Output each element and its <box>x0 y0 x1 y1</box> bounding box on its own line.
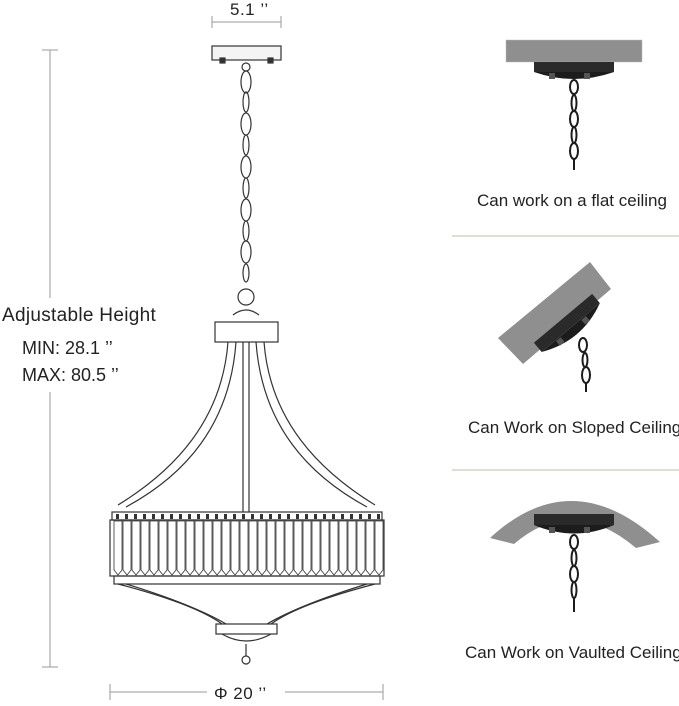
crystal-hook <box>269 514 272 519</box>
vaulted-ceiling-icon <box>490 500 660 612</box>
crystal-prism <box>293 520 303 576</box>
crystal-prism <box>284 520 294 576</box>
crystal-prism <box>203 520 213 576</box>
crystal-hook <box>152 514 155 519</box>
crystal-prism <box>230 520 240 576</box>
crystal-prism <box>221 520 231 576</box>
crystal-hook <box>161 514 164 519</box>
crystal-prism <box>140 520 150 576</box>
vaulted-ceiling-caption: Can Work on Vaulted Ceiling <box>465 643 679 662</box>
canopy-width-label: 5.1 ’’ <box>230 0 269 19</box>
crystal-prism <box>356 520 366 576</box>
crystal-hook <box>368 514 371 519</box>
crystal-prism <box>158 520 168 576</box>
crystal-prism <box>122 520 132 576</box>
crystal-prism <box>257 520 267 576</box>
sloped-ceiling-caption: Can Work on Sloped Ceiling <box>468 418 679 437</box>
crystal-hook <box>143 514 146 519</box>
flat-ceiling-icon <box>505 39 643 170</box>
crystal-prism <box>131 520 141 576</box>
crystal-hook <box>215 514 218 519</box>
chandelier-drawing <box>109 45 385 665</box>
crystal-prism <box>275 520 285 576</box>
diameter-dimension <box>109 684 384 700</box>
crystal-hook <box>377 514 380 519</box>
crystal-hook <box>125 514 128 519</box>
adjustable-height-label: Adjustable Height <box>2 305 157 326</box>
crystal-hook <box>323 514 326 519</box>
crystal-prism <box>149 520 159 576</box>
crystal-prism <box>320 520 330 576</box>
crystal-prism <box>329 520 339 576</box>
crystal-prism <box>266 520 276 576</box>
crystal-hook <box>224 514 227 519</box>
crystal-prism <box>212 520 222 576</box>
crystal-hook <box>179 514 182 519</box>
crystal-prism <box>338 520 348 576</box>
crystal-hook <box>188 514 191 519</box>
crystal-hook <box>170 514 173 519</box>
crystal-prism <box>311 520 321 576</box>
crystal-prism <box>347 520 357 576</box>
crystal-prisms <box>113 514 384 576</box>
crystal-hook <box>251 514 254 519</box>
crystal-hook <box>197 514 200 519</box>
crystal-hook <box>350 514 353 519</box>
crystal-hook <box>278 514 281 519</box>
crystal-hook <box>242 514 245 519</box>
crystal-hook <box>332 514 335 519</box>
crystal-prism <box>194 520 204 576</box>
crystal-hook <box>233 514 236 519</box>
crystal-prism <box>248 520 258 576</box>
sloped-ceiling-icon <box>498 262 611 392</box>
crystal-prism <box>365 520 375 576</box>
crystal-prism <box>302 520 312 576</box>
diameter-label: Φ 20 ’’ <box>214 684 267 703</box>
crystal-prism <box>374 520 384 576</box>
crystal-hook <box>260 514 263 519</box>
crystal-prism <box>239 520 249 576</box>
crystal-hook <box>296 514 299 519</box>
crystal-prism <box>113 520 123 576</box>
crystal-hook <box>134 514 137 519</box>
crystal-hook <box>305 514 308 519</box>
crystal-hook <box>341 514 344 519</box>
crystal-prism <box>185 520 195 576</box>
min-height-label: MIN: 28.1 ’’ <box>22 338 113 358</box>
crystal-hook <box>116 514 119 519</box>
height-dimension <box>42 49 58 668</box>
crystal-hook <box>314 514 317 519</box>
crystal-hook <box>287 514 290 519</box>
max-height-label: MAX: 80.5 ’’ <box>22 365 119 385</box>
crystal-prism <box>176 520 186 576</box>
crystal-hook <box>359 514 362 519</box>
crystal-prism <box>167 520 177 576</box>
crystal-hook <box>206 514 209 519</box>
flat-ceiling-caption: Can work on a flat ceiling <box>477 191 667 210</box>
canopy-width-dimension <box>211 16 282 28</box>
